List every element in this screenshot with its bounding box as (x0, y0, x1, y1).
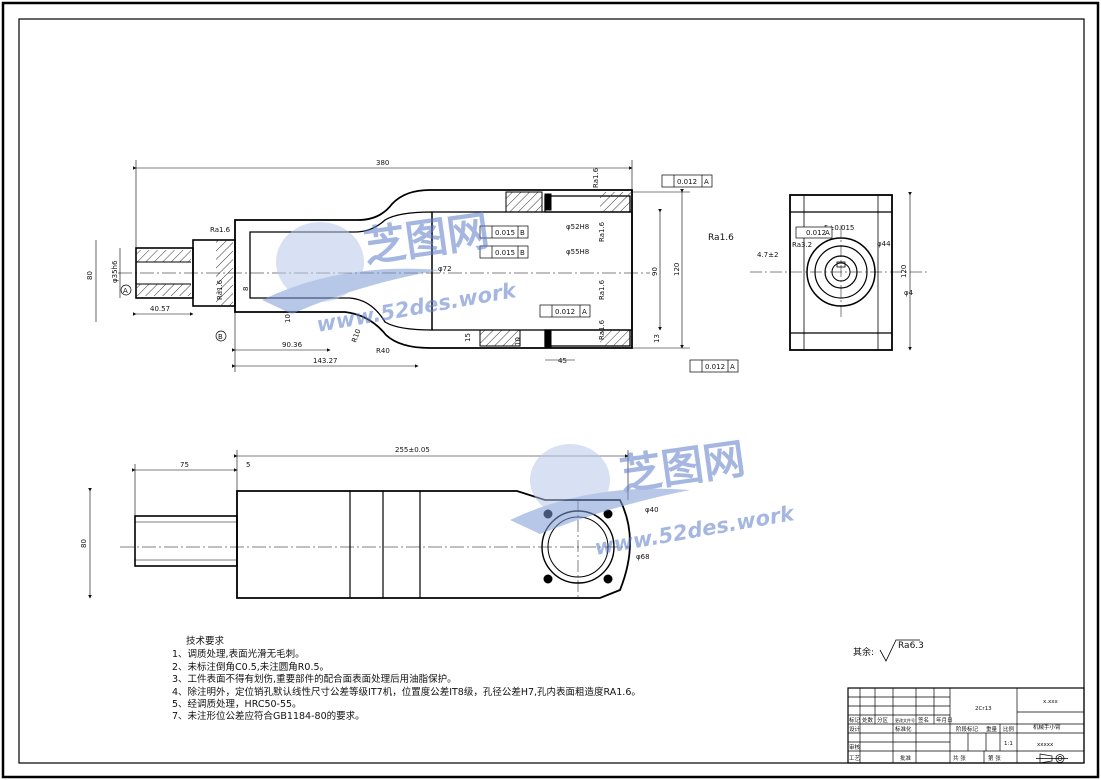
tb-weight-label: 重量 (986, 725, 998, 733)
rest-roughness-symbol (879, 639, 920, 662)
ra-6: Ra1.6 (598, 319, 606, 340)
tb-row-mark: 标记 (849, 716, 861, 724)
dim-r40: R40 (376, 347, 390, 355)
dim-height-120: 120 (673, 263, 681, 276)
tech-req-item-4: 4、除注明外，定位销孔默认线性尺寸公差等级IT7机，位置度公差IT8级，孔径公差… (172, 686, 641, 698)
side-view-labels: 120 5±0.015 φ44 φ4 4.7±2 Ra3.2 0.012 A (757, 224, 914, 297)
ra-3: Ra1.6 (592, 167, 600, 188)
tb-scale-label: 比例 (1003, 725, 1015, 733)
tech-req-item-6: 7、未注形位公差应符合GB1184-80的要求。 (172, 711, 365, 723)
inner-border (18, 18, 1085, 764)
tb-row-count: 处数 (862, 716, 874, 724)
technical-requirements: 技术要求 1、调质处理,表面光滑无毛刺。 2、未标注倒角C0.5,未注圆角R0.… (172, 636, 641, 724)
top-dim-d40: φ40 (645, 506, 659, 514)
dim-total-length: 380 (376, 159, 389, 167)
dim-45: 45 (558, 357, 567, 365)
side-dim-dia-4: φ4 (904, 289, 914, 297)
watermark-logo-2: 芝图网 www.52des.work (510, 434, 798, 560)
tb-scale: 1:1 (1004, 741, 1013, 747)
dim-10b: 10 (514, 337, 522, 346)
tech-req-title: 技术要求 (186, 636, 225, 647)
tol-1-datum: B (520, 229, 525, 237)
tol-5-value: 0.012 (705, 363, 725, 371)
tb-part-name: 机械手小臂 (1033, 723, 1061, 731)
tol-1-value: 0.015 (495, 229, 515, 237)
dim-shaft-dia: φ35h6 (111, 260, 119, 283)
tb-sheet-no: 第 张 (988, 754, 1001, 762)
tb-row-zone: 分区 (877, 716, 889, 724)
watermark-brand-1: 芝图网 (361, 206, 493, 272)
dim-13: 13 (653, 334, 661, 343)
tol-4-value: 0.012 (677, 178, 697, 186)
dim-15: 15 (464, 333, 472, 342)
dim-dia-52: φ52H8 (566, 223, 589, 231)
tb-approve: 批准 (900, 754, 912, 762)
side-dim-height: 120 (900, 265, 908, 278)
title-block-text: x.xxx 机械手小臂 2Cr13 xxxxx 1:1 阶段标记 重量 比例 共… (849, 699, 1061, 762)
top-dim-5: 5 (246, 461, 250, 469)
title-block (847, 687, 1085, 764)
side-dim-dia-44: φ44 (877, 240, 891, 248)
top-dim-length: 255±0.05 (395, 446, 430, 454)
dim-dia-72: φ72 (438, 265, 452, 273)
side-rough: Ra3.2 (792, 241, 812, 249)
top-dim-75: 75 (180, 461, 189, 469)
ra-5: Ra1.6 (598, 279, 606, 300)
tb-row-date: 年月日 (936, 716, 953, 724)
side-view (750, 192, 930, 351)
tb-process: 工艺 (849, 755, 861, 762)
dim-143-27: 143.27 (313, 357, 338, 365)
side-dim-keyway: 5±0.015 (824, 224, 854, 232)
datum-a: A (123, 287, 128, 295)
tb-row-change: 更改文件号 (895, 717, 915, 723)
top-dim-d68: φ68 (636, 553, 650, 561)
ra-1: Ra1.6 (210, 226, 231, 234)
rest-label: 其余: (853, 648, 875, 658)
side-tol-datum: A (825, 229, 830, 237)
watermark-brand-2: 芝图网 (617, 434, 749, 500)
tb-code: x.xxx (1043, 699, 1059, 705)
projection-symbol (1036, 753, 1068, 764)
top-view-labels: 255±0.05 75 5 80 φ40 φ68 (80, 446, 659, 561)
tech-req-item-2: 2、未标注倒角C0.5,未注圆角R0.5。 (172, 661, 330, 673)
ra-2: Ra1.6 (216, 279, 224, 300)
tb-standard: 标准化 (895, 725, 912, 733)
front-section-view (95, 160, 690, 372)
side-dim-angle: 4.7±2 (757, 251, 778, 259)
tolerance-frames-front: 0.015 B 0.015 B 0.012 A 0.012 A 0.012 A … (120, 174, 739, 373)
tol-2-datum: B (520, 249, 525, 257)
tb-stage-label: 阶段标记 (956, 725, 979, 733)
tol-3-datum: A (582, 308, 587, 316)
dim-10: 10 (284, 314, 292, 323)
dim-height-90: 90 (651, 267, 659, 276)
tol-3-value: 0.012 (555, 308, 575, 316)
tech-req-item-3: 3、工件表面不得有划伤,重要部件的配合面表面处理后用油脂保护。 (172, 674, 457, 686)
dim-height-80: 80 (86, 271, 94, 280)
tol-2-value: 0.015 (495, 249, 515, 257)
dim-90-36: 90.36 (282, 341, 303, 349)
front-view-labels: 380 40.57 90.36 143.27 80 φ35h6 90 120 φ… (86, 159, 734, 365)
watermark-logo-1: 芝图网 www.52des.work (262, 206, 520, 337)
ra-main: Ra1.6 (708, 233, 734, 243)
rest-roughness-value: Ra6.3 (898, 641, 924, 651)
dim-8: 8 (242, 287, 250, 291)
side-tol-value: 0.012 (806, 229, 826, 237)
dim-dia-55: φ55H8 (566, 248, 589, 256)
tb-material: 2Cr13 (975, 706, 992, 712)
tb-row-sign: 签名 (918, 716, 929, 724)
tb-review: 审核 (849, 743, 861, 751)
tb-design: 设计 (849, 725, 861, 733)
top-dim-80: 80 (80, 539, 88, 548)
datum-b: B (218, 333, 223, 341)
tb-sheet-count: 共 张 (953, 754, 966, 762)
tb-org: xxxxx (1037, 742, 1054, 748)
tol-4-datum: A (704, 178, 709, 186)
ra-4: Ra1.6 (598, 221, 606, 242)
tech-req-item-1: 1、调质处理,表面光滑无毛刺。 (172, 649, 305, 661)
tol-5-datum: A (730, 363, 735, 371)
tech-req-item-5: 5、经调质处理，HRC50-55。 (172, 699, 302, 711)
dim-40-57: 40.57 (150, 305, 170, 313)
